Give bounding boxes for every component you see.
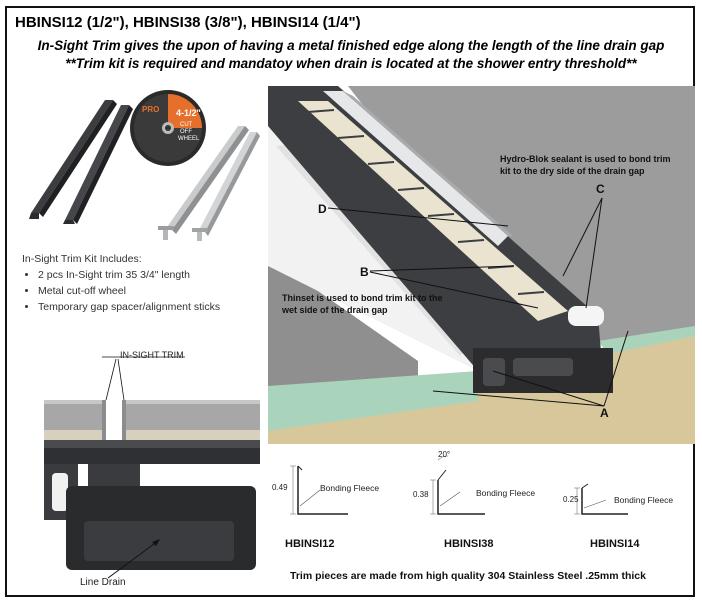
product-title: HBINSI12 (1/2"), HBINSI38 (3/8"), HBINSI… bbox=[15, 14, 361, 31]
profile-1-name: HBINSI12 bbox=[285, 538, 335, 550]
callout-letter-b: B bbox=[360, 265, 369, 279]
profile-1-fleece: Bonding Fleece bbox=[320, 483, 380, 493]
wheel-size: 4-1/2" bbox=[176, 108, 201, 118]
kit-item: Metal cut-off wheel bbox=[38, 283, 220, 299]
wheel-text-off: OFF bbox=[180, 129, 192, 135]
material-note: Trim pieces are made from high quality 3… bbox=[290, 570, 646, 582]
profile-2-dim: 0.38 bbox=[413, 490, 429, 499]
trim-pieces-dark-image bbox=[29, 100, 133, 224]
callout-letter-c: C bbox=[596, 182, 605, 196]
profile-1-dim: 0.49 bbox=[272, 483, 288, 492]
in-sight-trim-label: IN-SIGHT TRIM bbox=[120, 350, 184, 360]
kit-list: 2 pcs In-Sight trim 35 3/4" length Metal… bbox=[22, 267, 220, 315]
profile-3-name: HBINSI14 bbox=[590, 538, 640, 550]
profile-2-name: HBINSI38 bbox=[444, 538, 494, 550]
callout-letter-d: D bbox=[318, 202, 327, 216]
cutoff-wheel-image: PRO 4-1/2" CUT OFF WHEEL bbox=[130, 90, 206, 166]
cross-section-view bbox=[44, 356, 260, 579]
profile-3-dim: 0.25 bbox=[563, 495, 579, 504]
kit-item: 2 pcs In-Sight trim 35 3/4" length bbox=[38, 267, 220, 283]
profile-2-fleece: Bonding Fleece bbox=[476, 488, 536, 498]
wheel-text-wheel: WHEEL bbox=[178, 136, 200, 142]
profile-3-fleece: Bonding Fleece bbox=[614, 495, 674, 505]
kit-heading: In-Sight Trim Kit Includes: bbox=[22, 253, 142, 265]
subtitle-description: In-Sight Trim gives the upon of having a… bbox=[37, 38, 665, 53]
hydroblok-label: Hydro-Blok sealant is used to bond trim … bbox=[500, 154, 671, 176]
subtitle-requirement: **Trim kit is required and mandatoy when… bbox=[65, 56, 637, 71]
kit-item: Temporary gap spacer/alignment sticks bbox=[38, 299, 220, 315]
installation-render bbox=[268, 86, 695, 444]
trim-pieces-silver-image bbox=[158, 126, 260, 241]
thinset-label: Thinset is used to bond trim kit to the … bbox=[282, 293, 443, 315]
profile-drawings bbox=[290, 455, 628, 515]
kit-contents: In-Sight Trim Kit Includes: 2 pcs In-Sig… bbox=[22, 251, 220, 315]
line-drain-label: Line Drain bbox=[80, 577, 126, 588]
profile-2-angle: 20° bbox=[438, 450, 451, 459]
wheel-brand: PRO bbox=[142, 105, 159, 114]
callout-letter-a: A bbox=[600, 406, 609, 420]
wheel-text-cut: CUT bbox=[180, 122, 193, 128]
